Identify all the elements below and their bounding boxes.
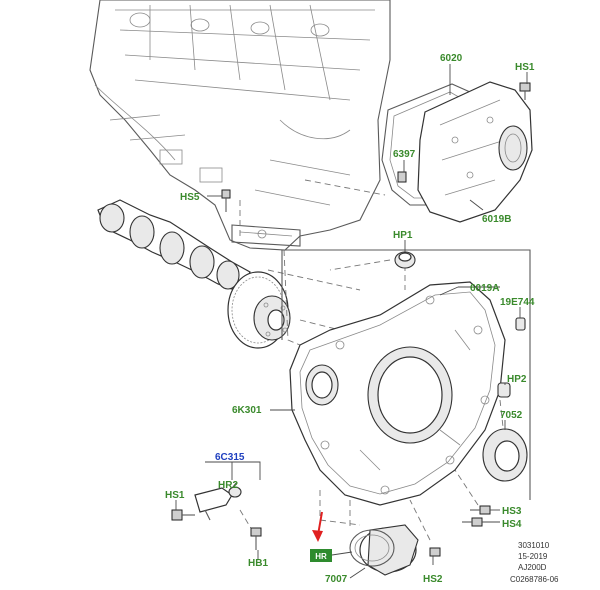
- label-hs1-top: HS1: [515, 62, 535, 73]
- label-6c315: 6C315: [215, 452, 245, 463]
- reference-line-4: C0268786-06: [510, 575, 559, 584]
- label-7007: 7007: [325, 574, 348, 585]
- label-6019a: 6019A: [470, 283, 499, 294]
- label-7052: 7052: [500, 410, 523, 421]
- crankshaft: [97, 199, 251, 293]
- label-6k301: 6K301: [232, 405, 262, 416]
- bolt-hs4: [462, 517, 483, 527]
- label-hb1: HB1: [248, 558, 268, 569]
- bolt-hs3: [470, 505, 491, 515]
- label-hs4: HS4: [502, 519, 522, 530]
- dowel-19e744: [515, 317, 526, 331]
- label-6020: 6020: [440, 53, 463, 64]
- reference-block: 3031010 15-2019 AJ200D C0268786-06: [510, 541, 559, 584]
- label-6397: 6397: [393, 149, 416, 160]
- reference-line-3: AJ200D: [518, 563, 547, 572]
- sensor-hr2: [194, 486, 242, 521]
- transmission-adapter-housing: [289, 281, 506, 506]
- part-labels: 6020 HS1 6397 HS5 6019B HP1 6019A 19E744…: [165, 53, 535, 585]
- plug-hp1: [394, 251, 416, 269]
- bolt-hs2: [429, 547, 441, 557]
- bolt-hs5: [221, 189, 231, 212]
- plug-hp2: [497, 382, 511, 398]
- reference-line-1: 3031010: [518, 541, 550, 550]
- label-hs2: HS2: [423, 574, 443, 585]
- cover-7007: [349, 524, 419, 576]
- hr-badge-text: HR: [315, 552, 327, 561]
- label-hs5: HS5: [180, 192, 200, 203]
- label-hp2: HP2: [507, 374, 527, 385]
- stud-6397: [397, 171, 407, 183]
- label-6019b: 6019B: [482, 214, 511, 225]
- highlight-arrow: [312, 511, 323, 542]
- region-outline: [281, 249, 531, 500]
- label-19e744: 19E744: [500, 297, 535, 308]
- hr-badge: HR: [310, 549, 353, 562]
- leader-lines: [175, 64, 528, 579]
- oil-seal-7052: [482, 428, 528, 482]
- bolt-hs1-top: [519, 82, 531, 100]
- bolt-hb1: [250, 527, 262, 550]
- flexplate: [227, 271, 291, 349]
- label-hs3: HS3: [502, 506, 522, 517]
- bolt-hs1-bottom: [171, 509, 195, 521]
- label-hr2: HR2: [218, 480, 238, 491]
- rear-cover-plate: [417, 81, 533, 223]
- label-hp1: HP1: [393, 230, 413, 241]
- reference-line-2: 15-2019: [518, 552, 548, 561]
- engine-block: [89, 0, 391, 251]
- label-hs1-bottom: HS1: [165, 490, 185, 501]
